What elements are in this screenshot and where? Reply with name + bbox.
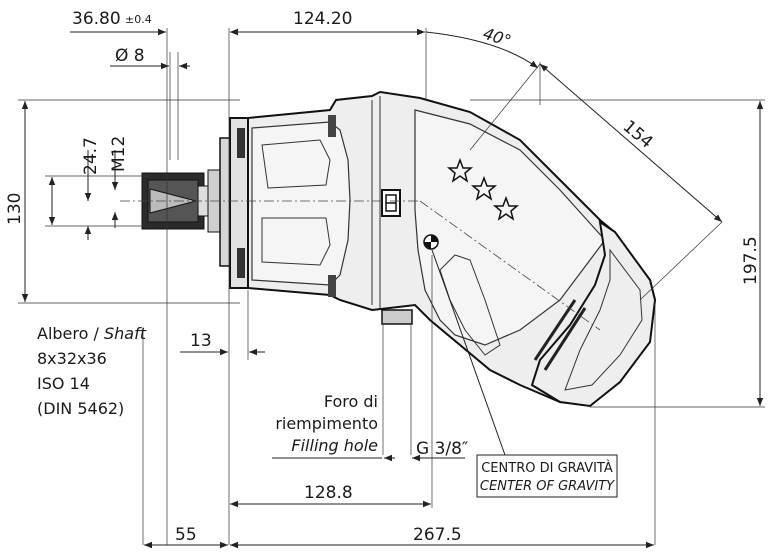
housing-rib-top xyxy=(261,139,331,189)
dim-267-5: 267.5 xyxy=(413,525,462,545)
dim-36-80-tolerance: ±0.4 xyxy=(125,13,152,26)
filling-hole-note: Foro di riempimento Filling hole xyxy=(275,392,378,455)
dim-angle: 40° xyxy=(481,24,514,51)
dim-130: 130 xyxy=(5,193,25,225)
dim-124-20: 124.20 xyxy=(293,9,352,29)
dim-55: 55 xyxy=(175,525,197,545)
filling-hole-line1: Foro di xyxy=(324,392,378,411)
pump-body xyxy=(120,90,657,408)
svg-text:Albero / Shaft: Albero / Shaft xyxy=(37,324,147,343)
star-marks xyxy=(446,157,520,221)
filling-hole-port xyxy=(381,309,413,325)
dimension-lines xyxy=(18,28,765,549)
cog-line2: CENTER OF GRAVITY xyxy=(480,479,615,494)
dim-197-5: 197.5 xyxy=(741,236,761,285)
dim-128-8: 128.8 xyxy=(304,483,353,503)
dim-g-3-8: G 3/8″ xyxy=(416,439,468,459)
filling-hole-line3: Filling hole xyxy=(291,436,378,455)
rear-cover xyxy=(530,219,657,408)
shaft-note-it: Albero / xyxy=(37,324,104,343)
housing-rib-bottom xyxy=(261,217,331,266)
dim-36-80: 36.80 xyxy=(72,9,121,29)
dim-154: 154 xyxy=(619,117,657,153)
dim-24-7: 24.7 xyxy=(81,137,101,175)
mounting-flange xyxy=(219,117,251,289)
center-of-gravity-icon xyxy=(423,234,439,250)
filling-hole-line2: riempimento xyxy=(275,414,378,433)
cover-ribs xyxy=(533,299,587,371)
dim-phi-8: Ø 8 xyxy=(115,46,145,66)
housing-lower-detail xyxy=(439,254,501,356)
shaft-note-spec: 8x32x36 xyxy=(37,349,107,368)
housing-band xyxy=(371,96,381,308)
shaft-note-din: (DIN 5462) xyxy=(37,399,124,418)
dim-m12: M12 xyxy=(109,136,129,172)
bolts xyxy=(328,115,336,297)
cog-box xyxy=(476,454,618,498)
shaft-note-iso: ISO 14 xyxy=(37,374,90,393)
dimension-labels: 36.80 ±0.4 124.20 40° Ø 8 154 24.7 M12 1… xyxy=(5,9,761,545)
cog-line1: CENTRO DI GRAVITÀ xyxy=(481,460,613,476)
front-housing-section xyxy=(251,121,351,286)
dim-13: 13 xyxy=(190,331,212,351)
shaft-note-en: Shaft xyxy=(104,324,147,343)
shaft-note: Albero / Shaft 8x32x36 ISO 14 (DIN 5462) xyxy=(37,324,147,418)
center-of-gravity-note: CENTRO DI GRAVITÀ CENTER OF GRAVITY xyxy=(476,454,618,498)
rear-cover-inner xyxy=(564,248,643,391)
